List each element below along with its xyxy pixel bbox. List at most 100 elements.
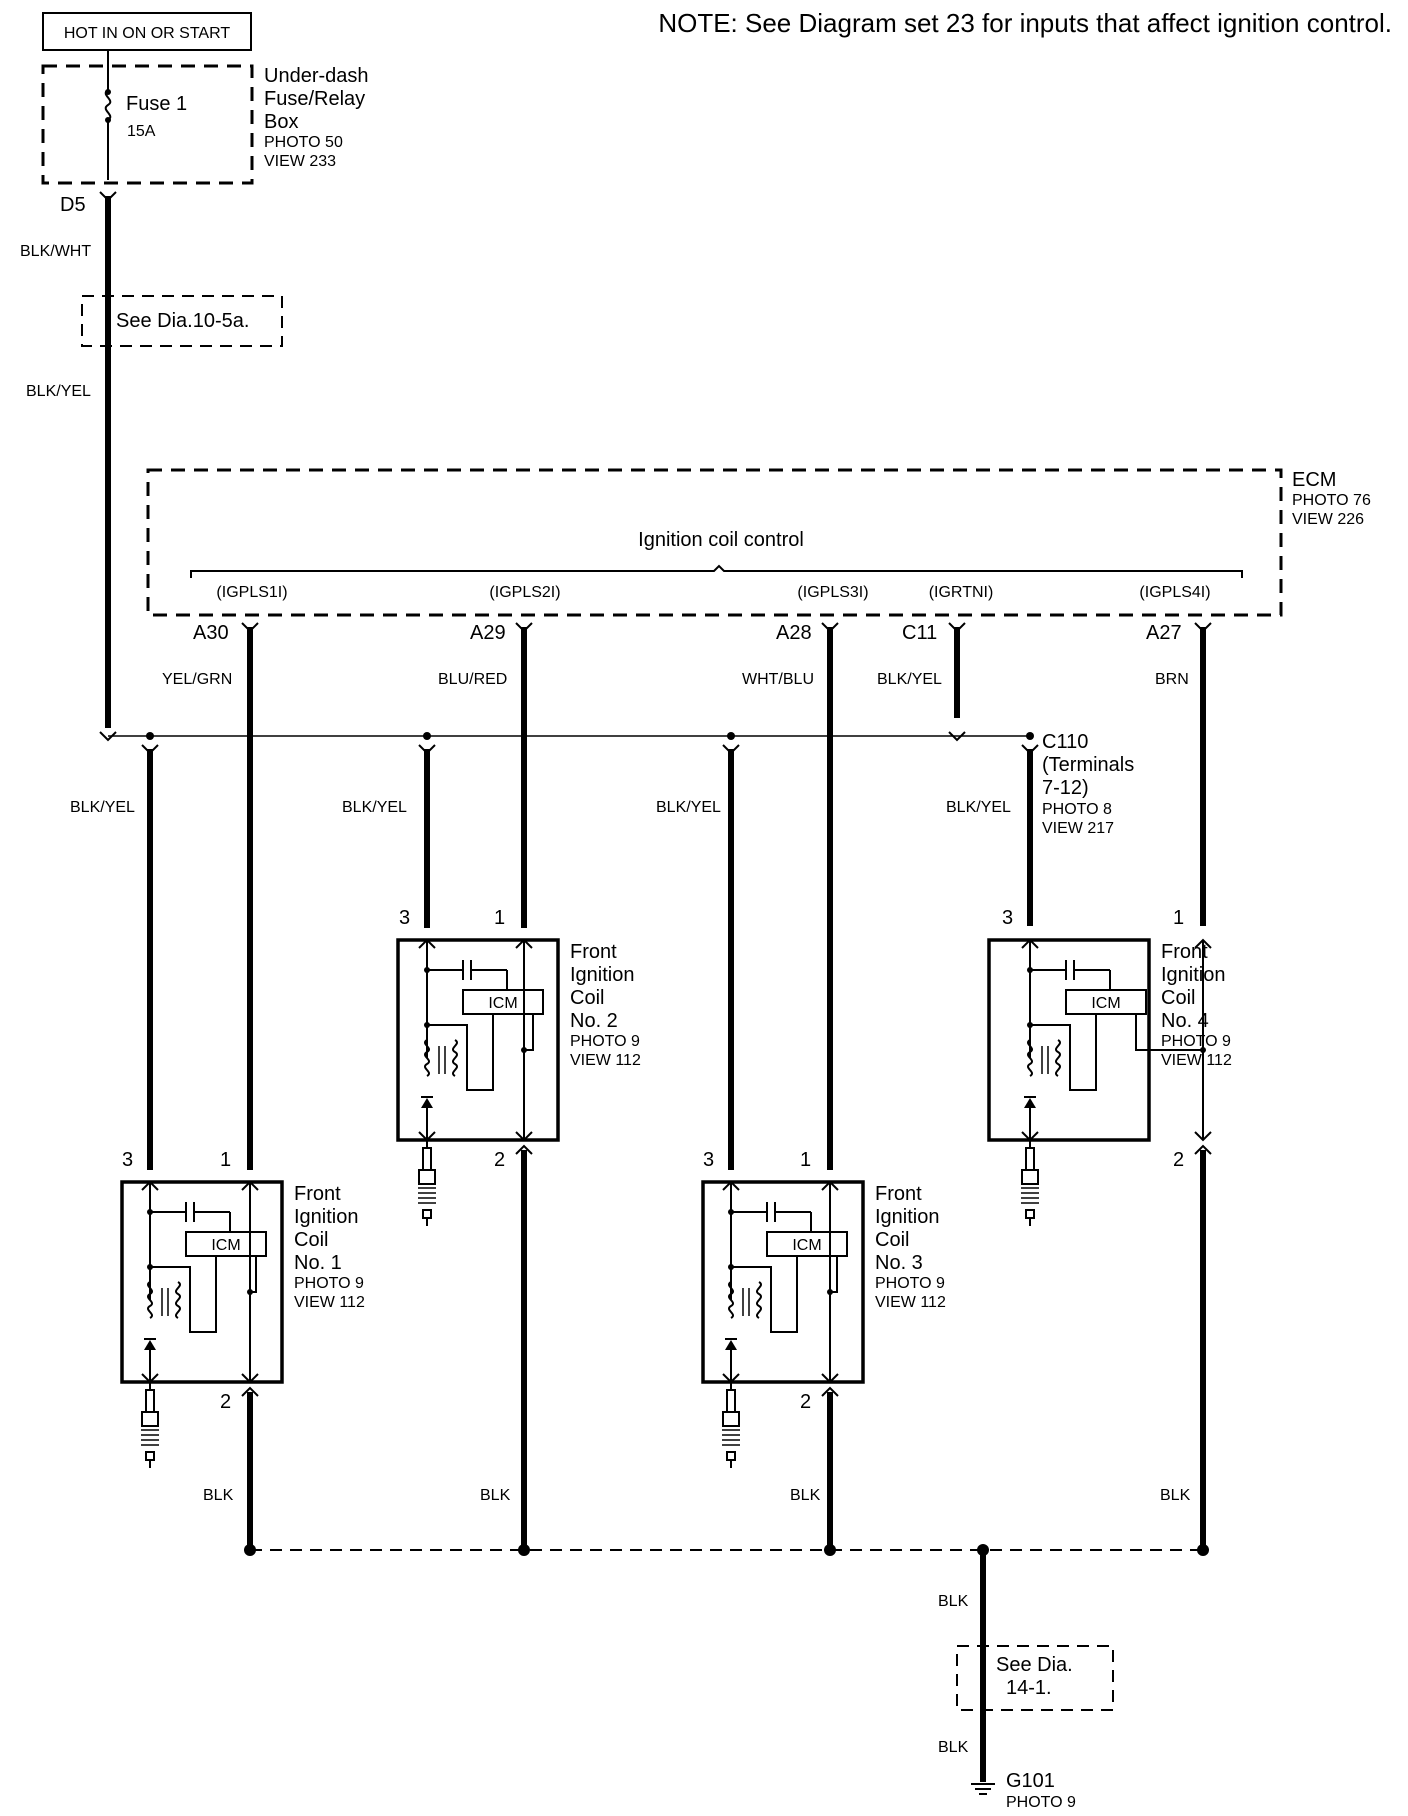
coil-2-icm-label: ICM <box>488 995 517 1012</box>
coil-4-label-1: Front <box>1161 941 1208 963</box>
coil-4-view: VIEW 112 <box>1161 1052 1232 1069</box>
fuse-rating: 15A <box>127 123 156 140</box>
coil-3-view: VIEW 112 <box>875 1294 946 1311</box>
coil-1-pin-1: 1 <box>220 1149 231 1171</box>
fuse-box-name-1: Under-dash <box>264 65 369 87</box>
see-dia-10-5a: See Dia.10-5a. <box>116 310 249 332</box>
ecm-photo: PHOTO 76 <box>1292 492 1371 509</box>
wire-branch-coil1: BLK/YEL <box>70 799 135 816</box>
fuse-box-view: VIEW 233 <box>264 153 336 170</box>
spark-plug-2 <box>418 1140 436 1226</box>
wire-blk-gnd-lower: BLK <box>938 1739 969 1756</box>
wire-blk-gnd-1: BLK <box>203 1487 234 1504</box>
coil-4-label-2: Ignition <box>1161 964 1226 986</box>
power-label: HOT IN ON OR START <box>64 25 230 42</box>
c110-line3: 7-12) <box>1042 777 1089 799</box>
ground-symbol-g101 <box>971 1783 995 1795</box>
ecm-signal-igpls2: (IGPLS2I) <box>489 584 560 601</box>
coil-3-icm <box>766 1231 848 1257</box>
ecm-function: Ignition coil control <box>638 529 804 551</box>
wire-yel-grn: YEL/GRN <box>162 671 232 688</box>
ecm-pin-a30: A30 <box>193 622 229 644</box>
c110-photo: PHOTO 8 <box>1042 801 1112 818</box>
diagram-note: NOTE: See Diagram set 23 for inputs that… <box>658 8 1392 38</box>
ecm-pin-a27: A27 <box>1146 622 1182 644</box>
ground-name: G101 <box>1006 1770 1055 1792</box>
coil-1-housing <box>120 1180 284 1384</box>
wire-blu-red: BLU/RED <box>438 671 507 688</box>
ecm-signal-igrtn: (IGRTNI) <box>929 584 994 601</box>
fuse-terminal-d5: D5 <box>60 194 86 216</box>
spark-plug-1 <box>141 1382 159 1468</box>
coil-2-icm <box>462 989 544 1015</box>
coil-2-view: VIEW 112 <box>570 1052 641 1069</box>
wire-blk-gnd-main: BLK <box>938 1593 969 1610</box>
coil-4-winding <box>1027 1039 1033 1077</box>
coil-4-label-4: No. 4 <box>1161 1010 1209 1032</box>
coil-4-pin-3: 3 <box>1002 907 1013 929</box>
wire-blk-wht: BLK/WHT <box>20 243 91 260</box>
wire-blk-gnd-4: BLK <box>1160 1487 1191 1504</box>
coil-3-label-3: Coil <box>875 1229 909 1251</box>
fuse-box-name-2: Fuse/Relay <box>264 88 365 110</box>
coil-1-view: VIEW 112 <box>294 1294 365 1311</box>
coil-1-pin-2: 2 <box>220 1391 231 1413</box>
ground-bus <box>244 1544 1209 1782</box>
wire-blk-gnd-2: BLK <box>480 1487 511 1504</box>
wire-branch-coil3: BLK/YEL <box>656 799 721 816</box>
coil-1-label-4: No. 1 <box>294 1252 342 1274</box>
coil-2-housing <box>396 938 560 1142</box>
coil-3-winding <box>728 1281 734 1319</box>
coil-1-photo: PHOTO 9 <box>294 1275 364 1292</box>
ecm-pin-c11: C11 <box>902 622 937 644</box>
coil-3-icm-label: ICM <box>792 1237 821 1254</box>
fuse-box-name-3: Box <box>264 111 298 133</box>
coil-4-pin-2: 2 <box>1173 1149 1184 1171</box>
fuse-name: Fuse 1 <box>126 93 187 115</box>
wire-wht-blu: WHT/BLU <box>742 671 814 688</box>
spark-plug-4 <box>1021 1140 1039 1226</box>
coil-3-label-1: Front <box>875 1183 922 1205</box>
coil-2-label-3: Coil <box>570 987 604 1009</box>
power-label-box <box>42 12 252 51</box>
see-dia-14-1-line2: 14-1. <box>1006 1677 1052 1699</box>
ecm-outline <box>146 468 1283 617</box>
coil-3-pin-3: 3 <box>703 1149 714 1171</box>
coil-1-winding <box>147 1281 153 1319</box>
coil-3-pin-1: 1 <box>800 1149 811 1171</box>
coil-2-pin-1: 1 <box>494 907 505 929</box>
spark-plug-3 <box>722 1382 740 1468</box>
coil-4-icm <box>1065 989 1147 1015</box>
c110-line2: (Terminals <box>1042 754 1134 776</box>
ecm-pin-a29: A29 <box>470 622 506 644</box>
coil-4-icm-label: ICM <box>1091 995 1120 1012</box>
wire-branch-coil2: BLK/YEL <box>342 799 407 816</box>
wire-blk-yel-c11: BLK/YEL <box>877 671 942 688</box>
coil-2-label-4: No. 2 <box>570 1010 618 1032</box>
wire-blk-gnd-3: BLK <box>790 1487 821 1504</box>
coil-2-label-1: Front <box>570 941 617 963</box>
ecm-signal-igpls3: (IGPLS3I) <box>797 584 868 601</box>
coil-4-housing <box>987 938 1151 1142</box>
coil-4-photo: PHOTO 9 <box>1161 1033 1231 1050</box>
coil-4-pin-1: 1 <box>1173 907 1184 929</box>
coil-3-photo: PHOTO 9 <box>875 1275 945 1292</box>
c110-name: C110 <box>1042 731 1088 753</box>
coil-3-label-2: Ignition <box>875 1206 940 1228</box>
coil-1-label-2: Ignition <box>294 1206 359 1228</box>
coil-3-pin-2: 2 <box>800 1391 811 1413</box>
ecm-output-wires <box>241 622 1212 1170</box>
fuse-box-outline <box>41 64 254 185</box>
coil-2-photo: PHOTO 9 <box>570 1033 640 1050</box>
coil-1-label-1: Front <box>294 1183 341 1205</box>
coil-2-label-2: Ignition <box>570 964 635 986</box>
see-dia-10-5a-box <box>81 295 283 347</box>
coil-3-housing <box>701 1180 865 1384</box>
coil-2-pin-3: 3 <box>399 907 410 929</box>
